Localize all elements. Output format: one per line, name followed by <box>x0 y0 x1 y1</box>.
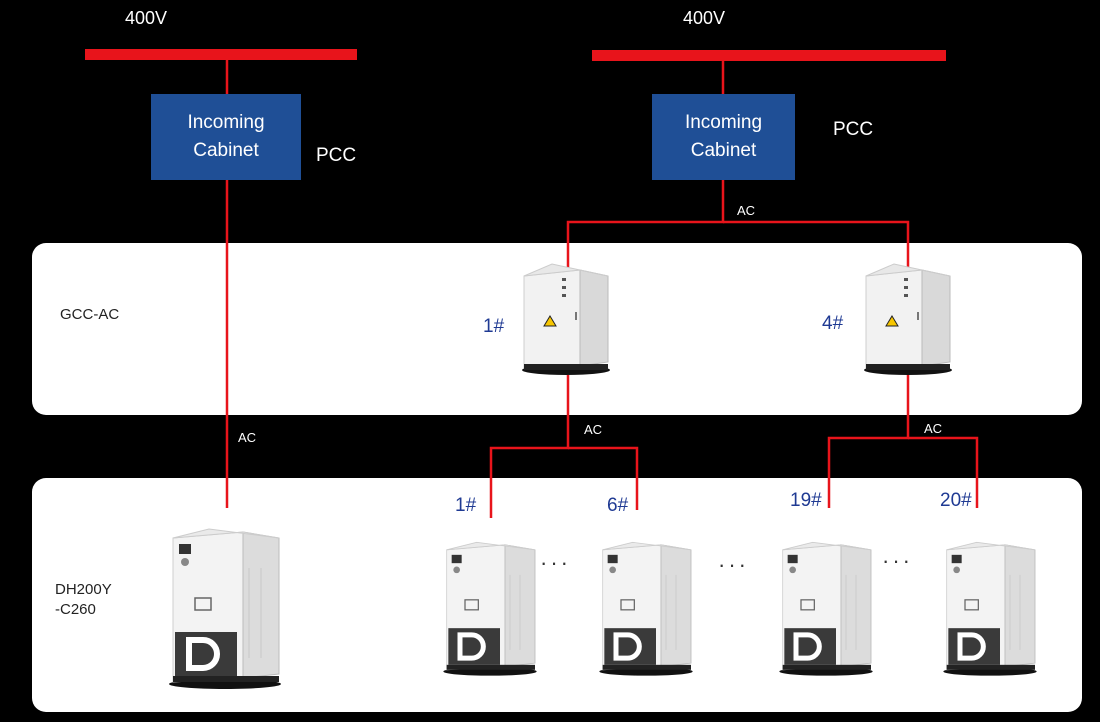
left-pcc-label: PCC <box>316 145 357 166</box>
gcc-unit-4-number: 4# <box>822 313 844 334</box>
gcc1-to-dh6-wire <box>568 446 639 510</box>
battery-cabinet-icon <box>599 541 693 676</box>
ac-cabinet-icon <box>522 263 610 375</box>
dh200y-label-line1: DH200Y <box>55 581 112 598</box>
left-busbar <box>85 49 357 60</box>
gcc1-to-dh-wire <box>489 375 570 518</box>
dh-unit-20-number: 20# <box>940 490 972 511</box>
ellipsis-1: ··· <box>540 550 571 575</box>
dh-unit-1-number: 1# <box>455 495 477 516</box>
right-busbar <box>592 50 946 61</box>
battery-cabinet-icon <box>943 541 1037 676</box>
dh200y-label-line2: -C260 <box>55 601 96 618</box>
battery-cabinet-icon <box>779 541 873 676</box>
right-cabinet-to-gcc-wire <box>566 180 725 268</box>
warning-icon <box>885 315 899 327</box>
ac-cabinet-icon <box>864 263 952 375</box>
gcc-unit-1-number: 1# <box>483 316 505 337</box>
dh200y-label: DH200Y -C260 <box>55 580 112 620</box>
gcc4-to-dh-wire <box>827 375 910 508</box>
left-voltage-label: 400V <box>125 8 168 28</box>
right-incoming-cabinet: Incoming Cabinet <box>652 94 795 180</box>
ellipsis-3: ··· <box>882 548 913 573</box>
left-ac-label: AC <box>238 430 257 445</box>
gcc-ac-label: GCC-AC <box>60 306 120 323</box>
dh-unit-19-number: 19# <box>790 490 822 511</box>
battery-cabinet-icon <box>443 541 537 676</box>
right-ac-top-label: AC <box>737 203 756 218</box>
left-incoming-cabinet: Incoming Cabinet <box>151 94 301 180</box>
right-ac-left-label: AC <box>584 422 603 437</box>
dh-unit-6-number: 6# <box>607 495 629 516</box>
right-ac-right-label: AC <box>924 421 943 436</box>
right-pcc-label: PCC <box>833 119 874 140</box>
left-cabinet-line1: Incoming <box>187 112 265 133</box>
right-cabinet-line2: Cabinet <box>690 140 757 161</box>
right-cabinet-to-gcc4-wire <box>723 220 910 268</box>
right-cabinet-line1: Incoming <box>684 112 763 133</box>
gcc4-to-dh20-wire <box>908 436 979 508</box>
left-cabinet-line2: Cabinet <box>193 140 259 161</box>
ellipsis-2: ··· <box>718 552 749 577</box>
battery-cabinet-icon <box>169 528 281 689</box>
warning-icon <box>543 315 557 327</box>
right-voltage-label: 400V <box>683 8 726 28</box>
